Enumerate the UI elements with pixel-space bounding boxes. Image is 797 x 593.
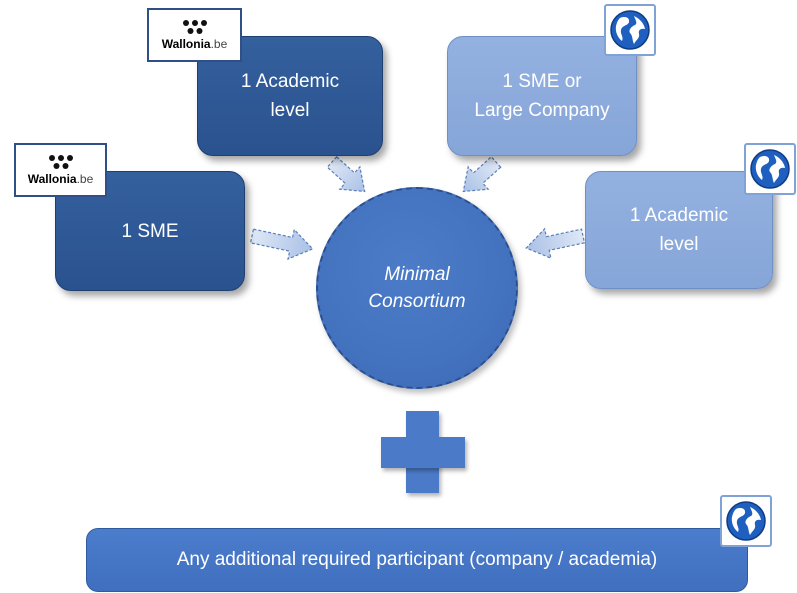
- academic-level-box-right: 1 Academic level: [585, 171, 773, 289]
- globe-icon: [604, 4, 656, 56]
- box-label-line2: Large Company: [474, 100, 610, 121]
- globe-icon: [744, 143, 796, 195]
- arrow-icon: [249, 228, 314, 260]
- minimal-consortium-circle: Minimal Consortium: [316, 187, 518, 389]
- sme-or-large-company-box: 1 SME or Large Company: [447, 36, 637, 156]
- wallonia-wordmark: Wallonia.be: [161, 37, 228, 51]
- box-label-line1: 1 SME or: [502, 71, 582, 92]
- box-label-line2: level: [270, 100, 310, 121]
- additional-participant-bar: Any additional required participant (com…: [86, 528, 748, 592]
- wallonia-wordmark: Wallonia.be: [27, 172, 94, 186]
- arrow-icon: [462, 155, 502, 193]
- additional-participant-label: Any additional required participant (com…: [176, 549, 658, 570]
- wallonia-dots-icon: [48, 155, 73, 169]
- center-label-line1: Minimal: [384, 264, 450, 285]
- wallonia-logo: Wallonia.be: [14, 143, 107, 197]
- plus-icon-bar: [381, 437, 465, 468]
- arrow-icon: [326, 155, 366, 193]
- box-label-line1: 1 Academic: [240, 71, 340, 92]
- box-label-line2: level: [659, 234, 699, 255]
- academic-level-box-left: 1 Academic level: [197, 36, 383, 156]
- center-label-line2: Consortium: [368, 291, 466, 312]
- arrow-icon: [525, 227, 586, 260]
- box-label-line1: 1 Academic: [629, 205, 729, 226]
- box-label-line1: 1 SME: [121, 220, 179, 242]
- globe-icon: [720, 495, 772, 547]
- wallonia-logo: Wallonia.be: [147, 8, 242, 62]
- wallonia-dots-icon: [182, 20, 207, 34]
